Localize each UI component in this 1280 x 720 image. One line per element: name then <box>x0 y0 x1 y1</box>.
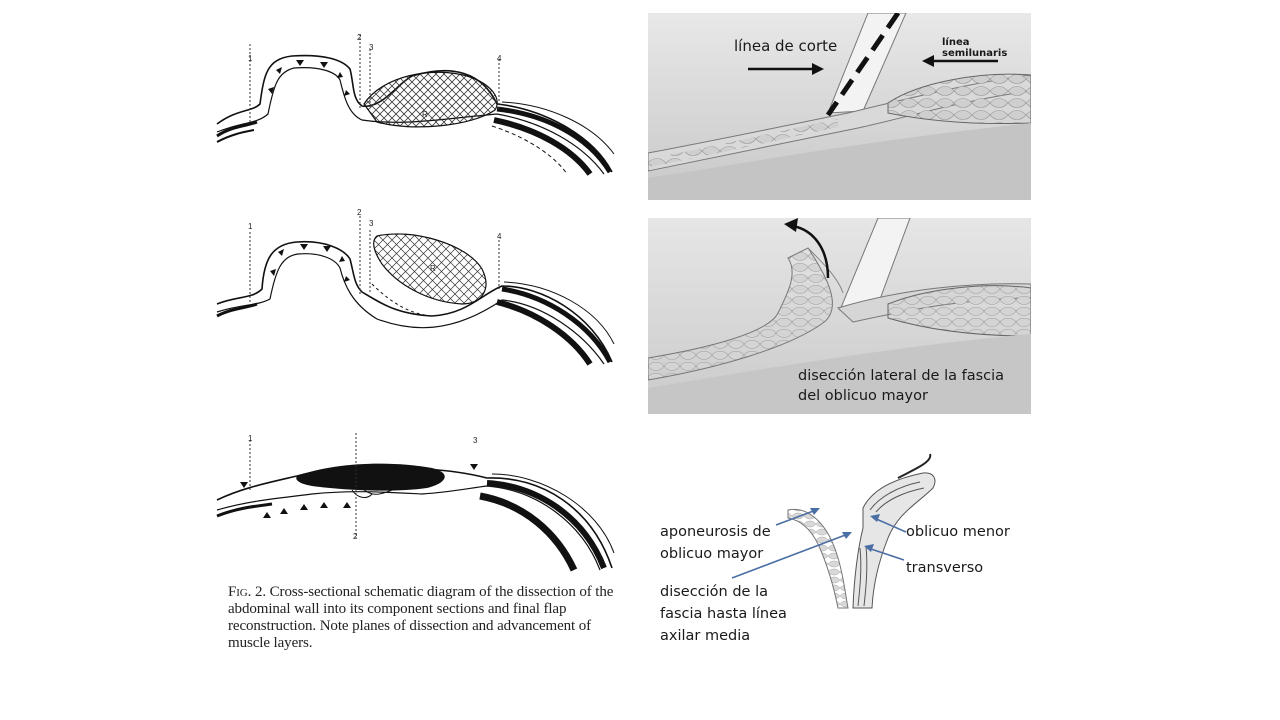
muscle-label: R <box>422 110 428 119</box>
marker-2: 2 <box>357 208 362 217</box>
semilunaris-label: línea semilunaris <box>942 37 1008 59</box>
marker-4: 4 <box>497 54 502 63</box>
illustration-panel-middle: disección lateral de la fascia del oblic… <box>648 218 1031 414</box>
lateral-dissection-label-line2: del oblicuo mayor <box>798 388 928 404</box>
caption-text: Cross-sectional schematic diagram of the… <box>228 584 614 651</box>
caption-figure-number: Fig. 2. <box>228 584 266 600</box>
illustration-panel-bottom: aponeurosis de oblicuo mayor disección d… <box>648 448 1040 648</box>
lateral-dissection-label-line1: disección lateral de la fascia <box>798 368 1005 384</box>
marker-3: 3 <box>369 43 374 52</box>
marker-3: 3 <box>369 219 374 228</box>
schematic-drawing-1 <box>216 34 615 176</box>
cut-line-illustration <box>648 13 1031 200</box>
marker-4: 4 <box>497 232 502 241</box>
marker-3: 3 <box>473 436 478 445</box>
fascia-dissection-label-line3: axilar media <box>660 628 751 644</box>
schematic-drawing-2 <box>216 216 615 366</box>
cut-line-label: línea de corte <box>734 37 838 55</box>
illustration-panel-top: línea de corte línea semilunaris <box>648 13 1031 200</box>
marker-1: 1 <box>248 434 253 443</box>
internal-oblique-label: oblicuo menor <box>906 524 1010 540</box>
lateral-dissection-illustration <box>648 218 1031 414</box>
marker-1: 1 <box>248 222 253 231</box>
figure-caption: Fig. 2. Cross-sectional schematic diagra… <box>228 584 628 652</box>
marker-2: 2 <box>357 33 362 42</box>
marker-2: 2 <box>353 532 358 541</box>
fascia-dissection-label-line1: disección de la <box>660 584 768 600</box>
schematic-panel-3: 1 2 3 <box>212 428 616 578</box>
schematic-panel-1: 1 2 3 4 R <box>212 14 616 176</box>
schematic-drawing-3 <box>216 433 615 572</box>
aponeurosis-label-line1: aponeurosis de <box>660 524 771 540</box>
layers-cross-section-illustration <box>731 453 936 609</box>
marker-1: 1 <box>248 54 253 63</box>
transverse-label: transverso <box>906 560 984 576</box>
muscle-label: R <box>430 264 436 273</box>
fascia-dissection-label-line2: fascia hasta línea <box>660 606 787 622</box>
aponeurosis-label-line2: oblicuo mayor <box>660 546 764 562</box>
schematic-panel-2: 1 2 3 4 R <box>212 204 616 366</box>
